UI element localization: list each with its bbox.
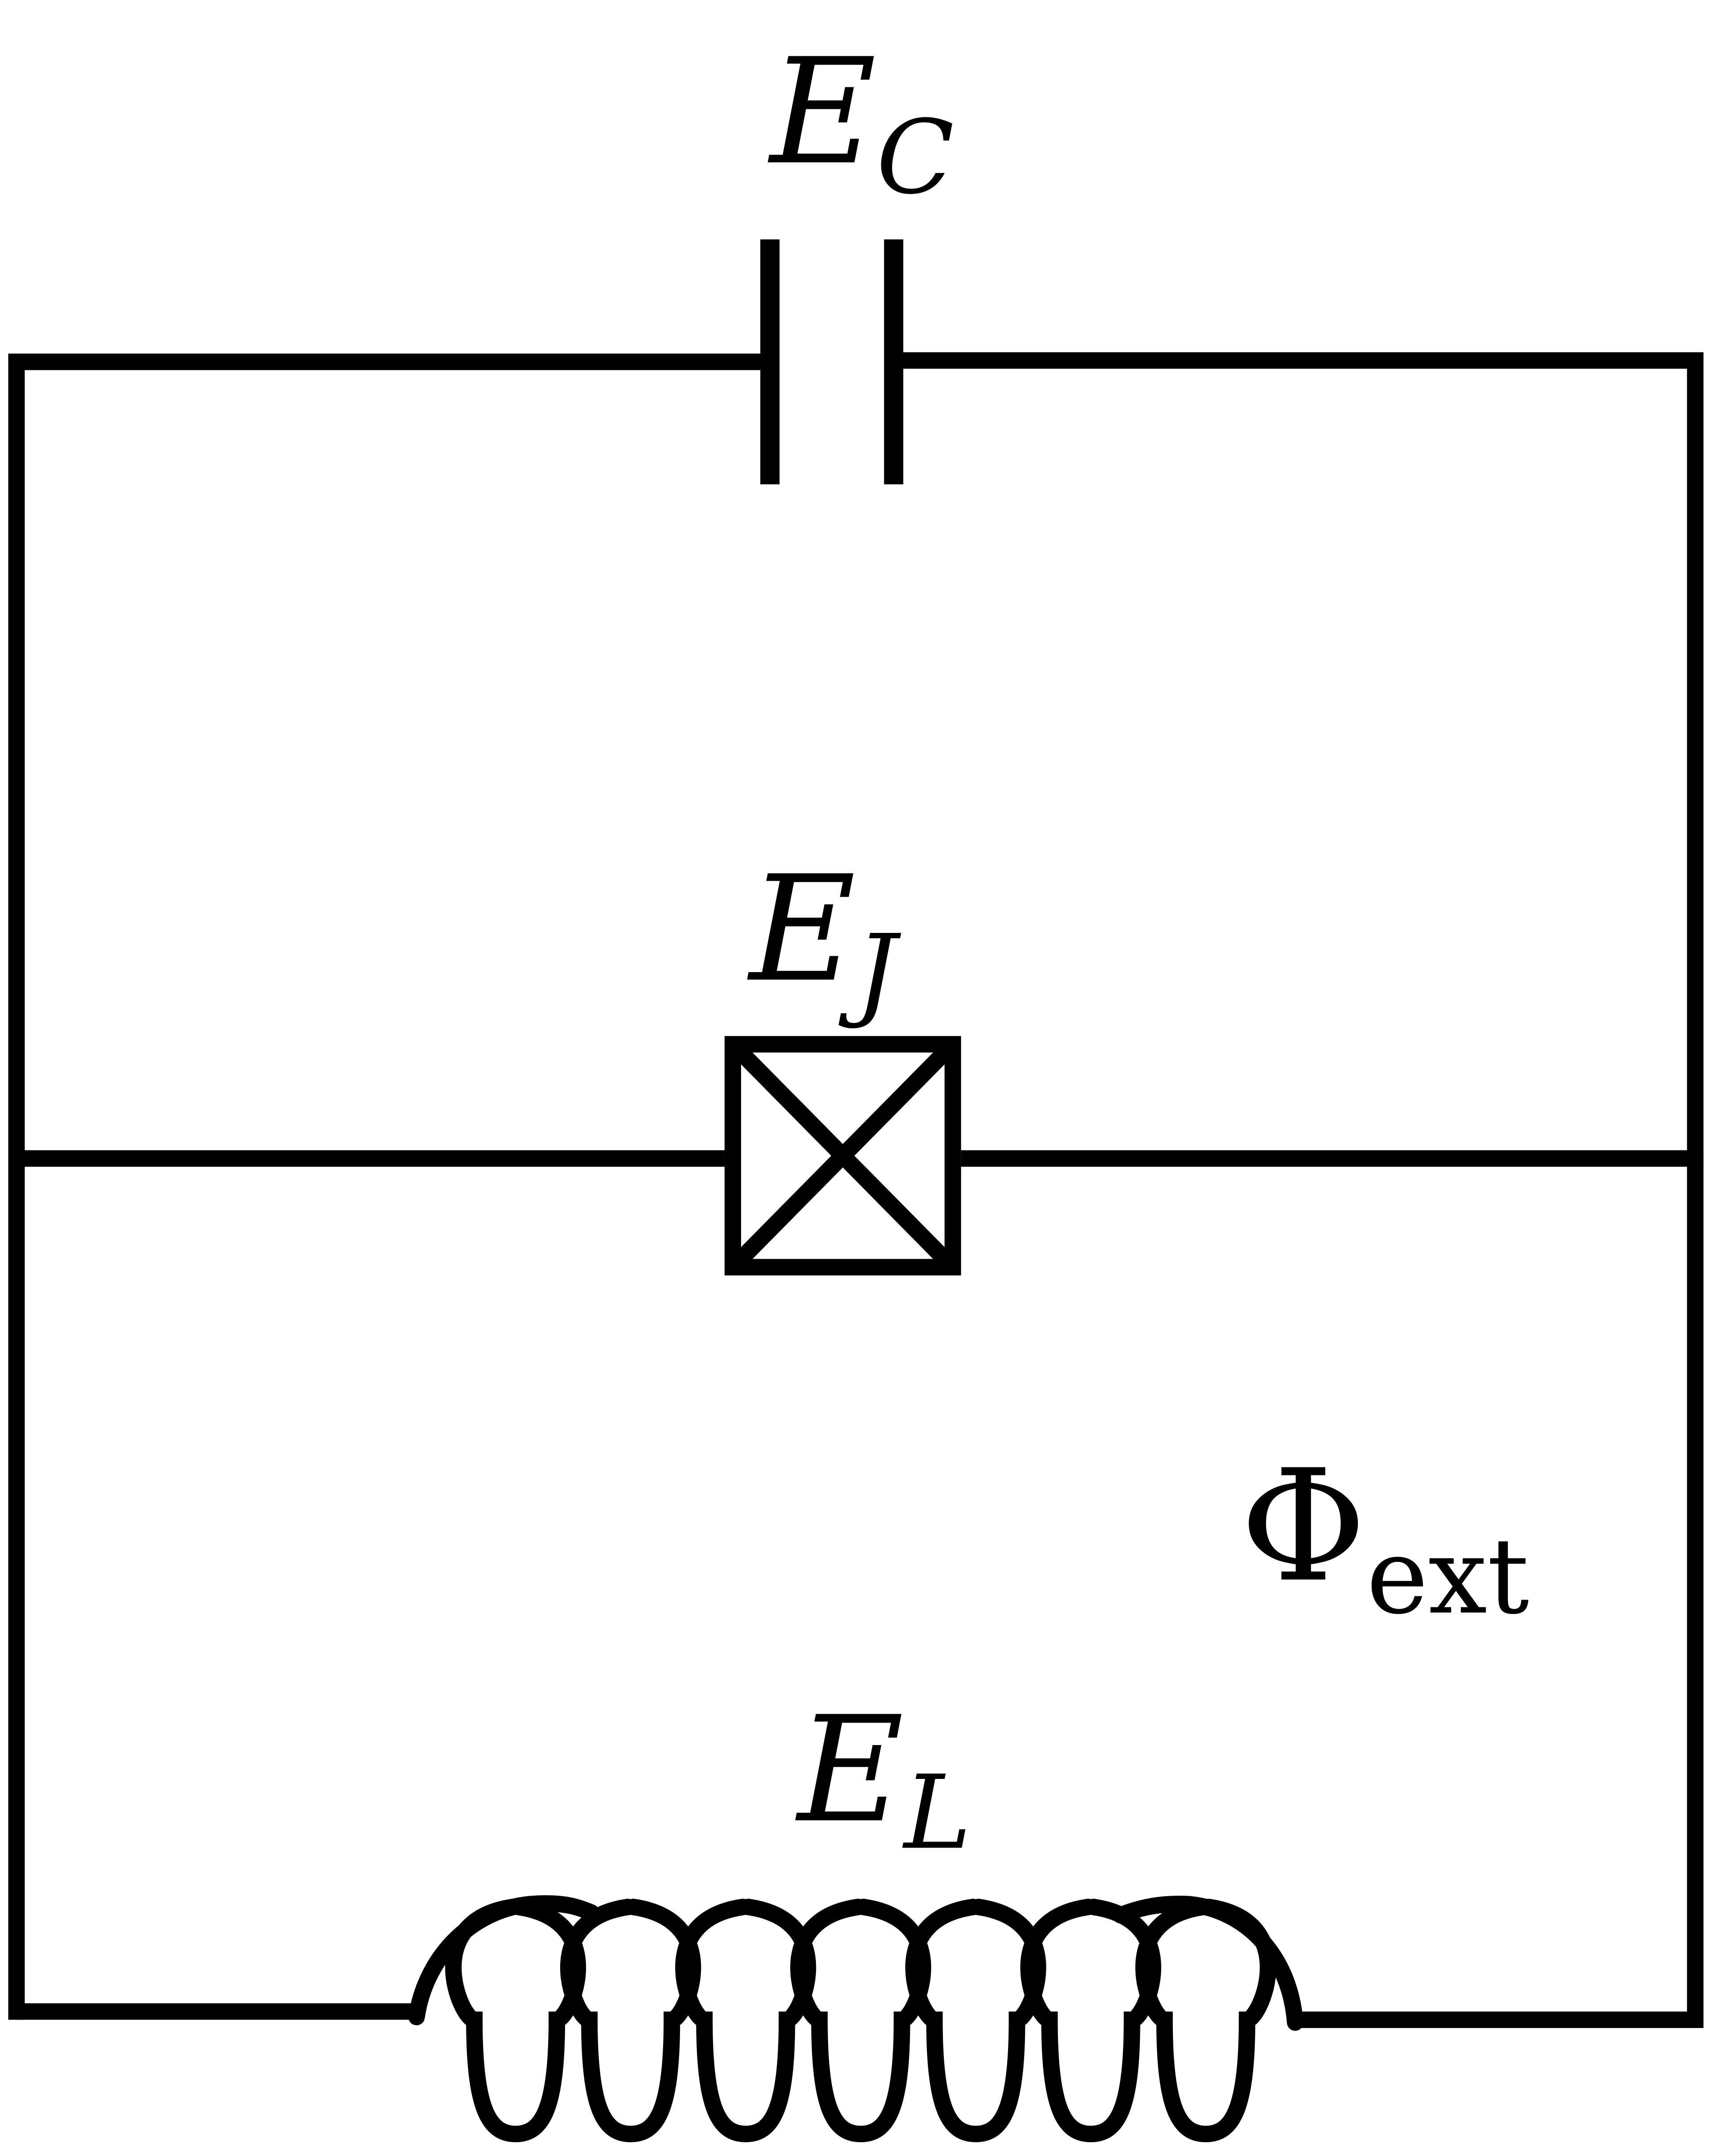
junction-box	[724, 1036, 961, 1276]
svg-text:EC: EC	[768, 27, 955, 217]
flux-label: Φext	[1240, 1437, 1529, 1638]
junction-label: EJ	[747, 845, 902, 1031]
capacitor-label: EC	[768, 27, 955, 217]
capacitor-plate-left	[760, 239, 780, 485]
inductor-loops	[445, 1898, 1276, 2143]
inductor-coil-symbol	[408, 1895, 1303, 2143]
inductor-loop	[675, 1898, 816, 2143]
svg-text:Φext: Φext	[1240, 1437, 1529, 1638]
flux-label-symbol: Φ	[1240, 1437, 1366, 1616]
top-left-wire	[8, 353, 763, 2020]
circuit-wires	[8, 352, 1704, 2028]
capacitor-label-subscript: C	[876, 98, 954, 217]
inductor-loop	[1135, 1898, 1276, 2143]
capacitor-plate-right	[884, 239, 904, 485]
capacitor-symbol	[760, 239, 904, 485]
top-right-wire	[900, 352, 1704, 1163]
inductor-loop	[790, 1898, 931, 2143]
flux-label-subscript: ext	[1366, 1516, 1529, 1638]
inductor-loop	[905, 1898, 1046, 2143]
capacitor-label-symbol: E	[768, 27, 877, 197]
inductor-label-subscript: L	[902, 1754, 971, 1872]
svg-text:EL: EL	[795, 1685, 971, 1872]
junction-label-symbol: E	[747, 845, 856, 1014]
inductor-loop	[445, 1898, 586, 2143]
inductor-loop	[1020, 1898, 1161, 2143]
junction-cross-b	[727, 1038, 959, 1273]
inductor-label: EL	[795, 1685, 971, 1872]
right-wire	[1295, 1158, 1704, 2028]
svg-text:EJ: EJ	[747, 845, 902, 1031]
josephson-junction-symbol	[724, 1036, 961, 1276]
inductor-loop	[560, 1898, 701, 2143]
inductor-label-symbol: E	[795, 1685, 904, 1855]
